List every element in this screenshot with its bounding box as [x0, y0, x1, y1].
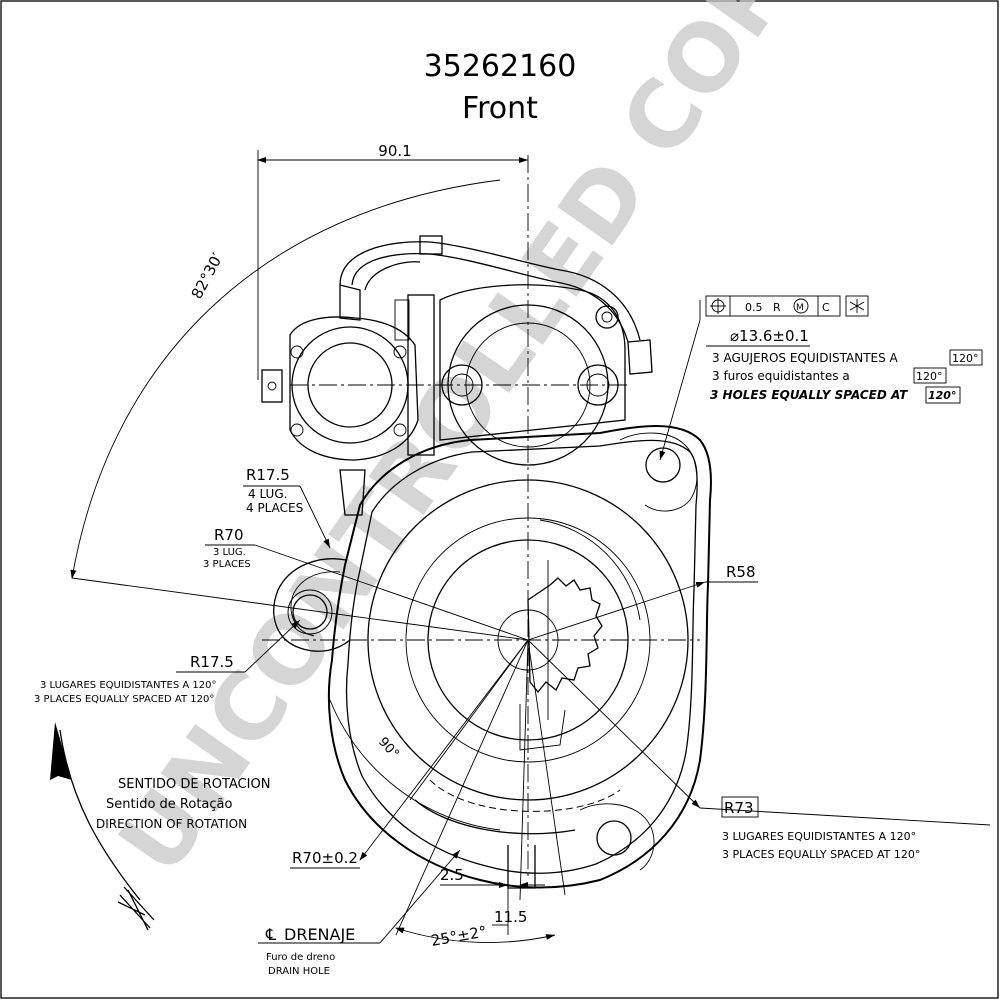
dim-r58: R58	[726, 563, 756, 581]
dim-angle-left: 82°30′	[188, 250, 227, 302]
dim-r17-5-lug: R17.5	[246, 466, 290, 484]
hole-diameter: ⌀13.6±0.1	[730, 327, 809, 345]
rotation-es: SENTIDO DE ROTACION	[118, 777, 270, 792]
note-left-es: 3 LUGARES EQUIDISTANTES A 120°	[40, 680, 216, 691]
holes-line-en: 3 HOLES EQUALLY SPACED AT	[710, 388, 908, 402]
dim-11-5: 11.5	[494, 908, 527, 926]
rotation-pt: Sentido de Rotação	[106, 797, 232, 812]
part-number: 35262160	[424, 49, 577, 84]
holes-line-pt: 3 furos equidistantes a	[712, 369, 850, 383]
holes-line-pt-value: 120°	[916, 370, 943, 383]
dim-r70-tol: R70±0.2	[292, 849, 358, 867]
fcf-modifier-r: R	[773, 301, 781, 314]
note-right-es: 3 LUGARES EQUIDISTANTES A 120°	[722, 830, 916, 843]
dim-r17-5-lug-es: 4 LUG.	[248, 487, 287, 501]
note-left-en: 3 PLACES EQUALLY SPACED AT 120°	[34, 694, 214, 705]
dim-r70-es: 3 LUG.	[213, 547, 246, 558]
dim-r70: R70	[214, 526, 244, 544]
watermark: UNCONTROLLED COPY	[98, 0, 849, 893]
drain-label-en: DRAIN HOLE	[268, 966, 330, 977]
dim-angle-25: 25°±2°	[430, 922, 488, 949]
dim-r70-en: 3 PLACES	[203, 559, 251, 570]
feature-control-frame	[705, 295, 869, 317]
fcf-tolerance: 0.5	[745, 301, 763, 314]
holes-line-en-value: 120°	[928, 389, 956, 402]
rotation-arrow	[50, 722, 155, 931]
fcf-datum: C	[822, 301, 830, 314]
dim-r73-box	[721, 796, 759, 818]
dim-angle-90: 90°	[375, 735, 402, 762]
drain-label: DRENAJE	[284, 925, 355, 944]
dim-width-top: 90.1	[378, 142, 411, 160]
dimension-lines	[70, 150, 991, 944]
holes-line-es: 3 AGUJEROS EQUIDISTANTES A	[712, 351, 899, 365]
dim-r73: R73	[724, 799, 754, 817]
dim-r17-5-lug-en: 4 PLACES	[246, 501, 303, 515]
dim-2-5: 2.5	[440, 866, 464, 884]
holes-line-es-value: 120°	[952, 352, 979, 365]
rotation-en: DIRECTION OF ROTATION	[96, 817, 247, 831]
drain-centerline-symbol: ℄	[265, 925, 277, 944]
fcf-modifier-m: M	[796, 303, 804, 313]
note-right-en: 3 PLACES EQUALLY SPACED AT 120°	[722, 848, 920, 861]
view-title: Front	[462, 91, 538, 126]
dim-r17-5-left: R17.5	[190, 653, 234, 671]
starter-outline	[261, 155, 712, 889]
drain-label-pt: Furo de dreno	[266, 952, 335, 963]
